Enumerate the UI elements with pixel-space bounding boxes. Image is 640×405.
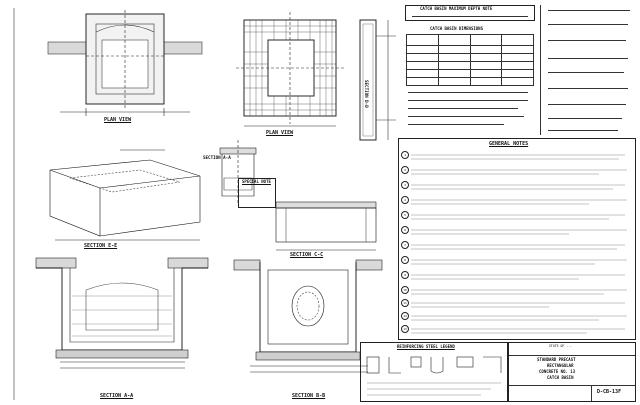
dim-table-row	[406, 77, 534, 86]
section-aa-top-label: SECTION A-A	[203, 155, 231, 160]
section-dd-drawing	[359, 19, 396, 141]
note-number: 13	[401, 325, 409, 333]
plan-view-1-label: PLAN VIEW	[104, 117, 132, 123]
title-line-4: CATCH BASIN	[547, 375, 574, 380]
sheet-number: D-CB-13F	[597, 389, 622, 395]
rebar-legend-title: REINFORCING STEEL LEGEND	[397, 344, 455, 349]
dim-table-row	[406, 45, 534, 54]
dim-table-header	[406, 34, 439, 46]
max-depth-note-box: CATCH BASIN MAXIMUM DEPTH NOTE	[405, 5, 535, 21]
general-note-item: 7	[399, 241, 635, 254]
dim-table-header	[469, 34, 503, 46]
agency-name: STATE OF ...	[549, 344, 573, 348]
special-note-box: SPECIAL NOTE	[238, 178, 276, 208]
dim-table-row	[406, 53, 534, 62]
special-note-title: SPECIAL NOTE	[242, 179, 271, 184]
title-line-1: STANDARD PRECAST	[537, 357, 576, 362]
section-aa-label: SECTION A-A	[100, 393, 134, 399]
general-note-item: 3	[399, 181, 635, 194]
dim-table-cell	[469, 53, 503, 62]
dim-table-cell	[437, 77, 471, 86]
section-ee-drawing	[49, 149, 201, 241]
dim-table-header	[437, 34, 471, 46]
general-note-item: 12	[399, 312, 635, 324]
max-depth-note-title: CATCH BASIN MAXIMUM DEPTH NOTE	[420, 6, 493, 11]
dim-table-cell	[437, 45, 471, 54]
note-number: 9	[401, 271, 409, 279]
dim-table-row	[406, 69, 534, 78]
note-number: 12	[401, 312, 409, 320]
plan-view-2-label: PLAN VIEW	[266, 130, 294, 136]
dim-table-cell	[469, 69, 503, 78]
section-cc-drawing	[275, 201, 377, 251]
dim-table-cell	[437, 61, 471, 70]
general-note-item: 1	[399, 151, 635, 164]
general-note-item: 11	[399, 299, 635, 311]
general-note-item: 6	[399, 226, 635, 239]
section-aa-drawing	[35, 257, 209, 369]
note-number: 3	[401, 181, 409, 189]
dim-table	[406, 34, 534, 86]
dim-table-cell	[406, 61, 439, 70]
general-note-item: 13	[399, 325, 635, 337]
dim-table-cell	[501, 69, 534, 78]
dim-table-cell	[406, 69, 439, 78]
dim-table-cell	[501, 45, 534, 54]
title-line-3: CONCRETE NO. 13	[539, 369, 576, 374]
note-number: 11	[401, 299, 409, 307]
note-number: 7	[401, 241, 409, 249]
general-note-item: 2	[399, 166, 635, 179]
section-cc-label: SECTION C-C	[290, 252, 324, 258]
general-notes-title: GENERAL NOTES	[489, 141, 529, 147]
section-dd-label: SECTION D-D	[364, 80, 369, 108]
plan-view-2-drawing	[236, 12, 344, 127]
rebar-legend-box: REINFORCING STEEL LEGEND	[360, 342, 508, 402]
plan-view-1-drawing	[47, 10, 203, 116]
dim-table-header-row	[406, 34, 534, 46]
dim-table-header	[501, 34, 534, 46]
note-number: 6	[401, 226, 409, 234]
dim-table-cell	[501, 61, 534, 70]
dim-table-cell	[501, 77, 534, 86]
note-number: 1	[401, 151, 409, 159]
rebar-legend-shapes	[366, 356, 502, 396]
general-note-item: 4	[399, 196, 635, 209]
dim-table-cell	[406, 77, 439, 86]
dim-table-row	[406, 61, 534, 70]
note-number: 8	[401, 256, 409, 264]
dim-table-cell	[469, 77, 503, 86]
general-note-item: 5	[399, 211, 635, 224]
note-number: 10	[401, 286, 409, 294]
section-bb-label: SECTION B-B	[292, 393, 326, 399]
general-note-item: 9	[399, 271, 635, 284]
title-block: STATE OF ... STANDARD PRECAST RECTANGULA…	[508, 342, 636, 402]
general-note-item: 10	[399, 286, 635, 299]
note-text-lines	[411, 154, 627, 334]
section-bb-drawing	[233, 259, 383, 373]
title-line-2: RECTANGULAR	[547, 363, 574, 368]
dim-table-cell	[406, 53, 439, 62]
section-ee-label: SECTION E-E	[84, 243, 118, 249]
general-note-item: 8	[399, 256, 635, 269]
dim-table-cell	[469, 61, 503, 70]
dim-table-title: CATCH BASIN DIMENSIONS	[430, 26, 483, 31]
note-number: 5	[401, 211, 409, 219]
general-notes-box: GENERAL NOTES 1 2 3 4 5 6 7	[398, 138, 636, 340]
dim-table-cell	[501, 53, 534, 62]
note-number: 4	[401, 196, 409, 204]
note-number: 2	[401, 166, 409, 174]
dim-table-cell	[437, 53, 471, 62]
dim-table-cell	[406, 45, 439, 54]
dim-table-cell	[469, 45, 503, 54]
dim-table-cell	[437, 69, 471, 78]
